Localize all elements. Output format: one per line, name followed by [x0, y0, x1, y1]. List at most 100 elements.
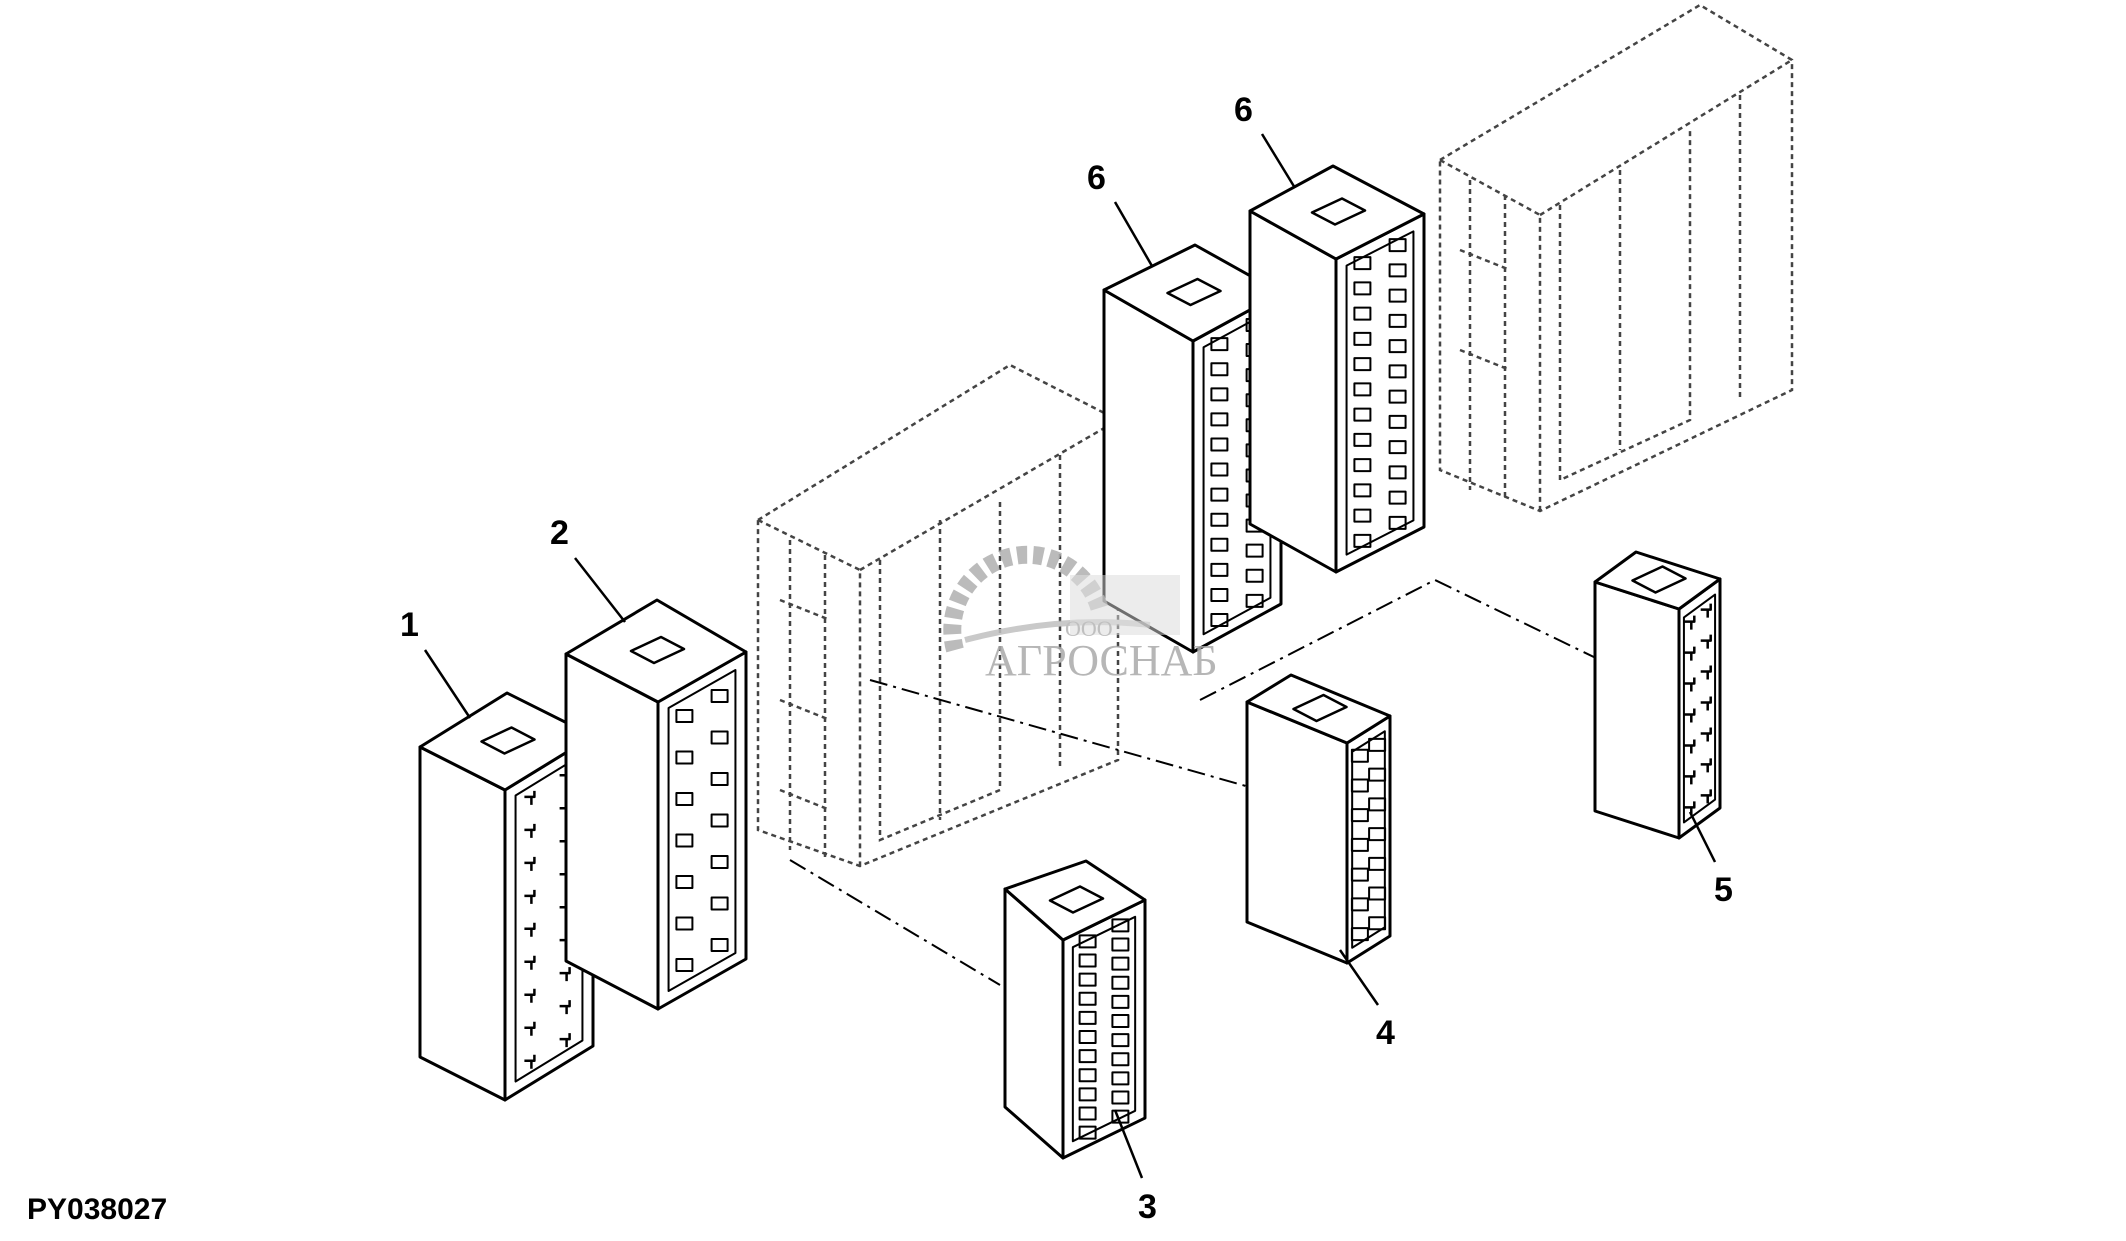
ghost-housing-right [1438, 3, 1794, 513]
contact-terminal [1353, 483, 1372, 498]
contact-pin [1684, 708, 1696, 723]
latch-tab [1310, 197, 1367, 226]
callout-3: 3 [1138, 1188, 1157, 1226]
latch-tab [480, 726, 536, 755]
contact-pin [524, 1054, 536, 1069]
terminal-block-5 [1593, 550, 1722, 840]
contact-terminal [675, 750, 694, 765]
contact-pin [1700, 603, 1712, 618]
contact-pin [1684, 739, 1696, 754]
contact-terminal [1350, 808, 1369, 823]
contact-pin [524, 988, 536, 1003]
contact-terminal [710, 896, 729, 911]
contact-pin [524, 922, 536, 937]
contact-terminal [1368, 856, 1387, 871]
contact-terminal [1078, 972, 1097, 987]
callout-6-right: 6 [1234, 91, 1253, 129]
contact-terminal [1245, 543, 1264, 558]
watermark-logo: ООО АГРОСНАБ [943, 545, 1218, 685]
contact-terminal [710, 772, 729, 787]
contact-pin [1684, 770, 1696, 785]
contact-terminal [1388, 364, 1407, 379]
callout-4: 4 [1376, 1014, 1395, 1052]
contact-terminal [675, 792, 694, 807]
contact-pin [524, 823, 536, 838]
contact-terminal [1078, 1010, 1097, 1025]
contact-terminal [1353, 432, 1372, 447]
watermark-name: АГРОСНАБ [985, 636, 1218, 685]
contact-terminal [1388, 465, 1407, 480]
callout-6-left: 6 [1087, 159, 1106, 197]
contact-pin [1700, 727, 1712, 742]
contact-terminal [1210, 512, 1229, 527]
contact-pin [524, 889, 536, 904]
contact-pin [1684, 615, 1696, 630]
contact-terminal [1210, 613, 1229, 628]
contact-terminal [675, 874, 694, 889]
contact-terminal [1111, 956, 1130, 971]
latch-tab [1631, 565, 1687, 594]
contact-terminal [1388, 313, 1407, 328]
contact-terminal [675, 957, 694, 972]
contact-terminal [1210, 437, 1229, 452]
contact-terminal [1353, 382, 1372, 397]
contact-terminal [1078, 953, 1097, 968]
latch-tab [629, 635, 686, 665]
contact-pin [1700, 634, 1712, 649]
contact-terminal [1388, 263, 1407, 278]
contact-terminal [1368, 886, 1387, 901]
contact-terminal [1245, 568, 1264, 583]
contact-terminal [1353, 306, 1372, 321]
contact-terminal [1210, 337, 1229, 352]
contact-terminal [1210, 387, 1229, 402]
contact-terminal [1245, 593, 1264, 608]
contact-terminal [710, 813, 729, 828]
callout-5: 5 [1714, 871, 1733, 909]
ghost-housing-left [756, 363, 1120, 868]
contact-terminal [1078, 1106, 1097, 1121]
contact-pin [559, 1033, 571, 1048]
contact-terminal [1368, 767, 1387, 782]
leader-lines [423, 133, 1717, 1179]
contact-terminal [1078, 991, 1097, 1006]
latch-tab [1048, 885, 1105, 914]
contact-terminal [1388, 288, 1407, 303]
contact-pin [524, 856, 536, 871]
contact-pin [1684, 677, 1696, 692]
connector-housing-6-right [1248, 164, 1426, 574]
contact-terminal [1353, 508, 1372, 523]
terminal-block-3 [1003, 859, 1147, 1160]
contact-terminal [1388, 389, 1407, 404]
contact-terminal [710, 854, 729, 869]
contact-terminal [675, 916, 694, 931]
contact-terminal [1210, 362, 1229, 377]
contact-terminal [1210, 412, 1229, 427]
contact-terminal [1111, 994, 1130, 1009]
contact-terminal [710, 730, 729, 745]
watermark-prefix: ООО [1065, 616, 1113, 641]
contact-terminal [1368, 827, 1387, 842]
contact-terminal [1353, 281, 1372, 296]
connector-housing-2 [564, 598, 748, 1011]
contact-terminal [1210, 562, 1229, 577]
contact-terminal [1353, 357, 1372, 372]
contact-terminal [1111, 1071, 1130, 1086]
contact-terminal [1353, 458, 1372, 473]
contact-terminal [710, 689, 729, 704]
alignment-lines [789, 578, 1601, 986]
contact-terminal [1111, 1033, 1130, 1048]
contact-terminal [675, 709, 694, 724]
contact-terminal [1388, 490, 1407, 505]
callout-2: 2 [550, 514, 569, 552]
contact-pin [1700, 665, 1712, 680]
contact-pin [524, 955, 536, 970]
contact-terminal [1078, 1087, 1097, 1102]
contact-pin [559, 1000, 571, 1015]
contact-terminal [675, 833, 694, 848]
contact-terminal [1111, 1052, 1130, 1067]
contact-terminal [1210, 487, 1229, 502]
contact-terminal [1210, 537, 1229, 552]
contact-terminal [1350, 837, 1369, 852]
contact-terminal [1350, 867, 1369, 882]
